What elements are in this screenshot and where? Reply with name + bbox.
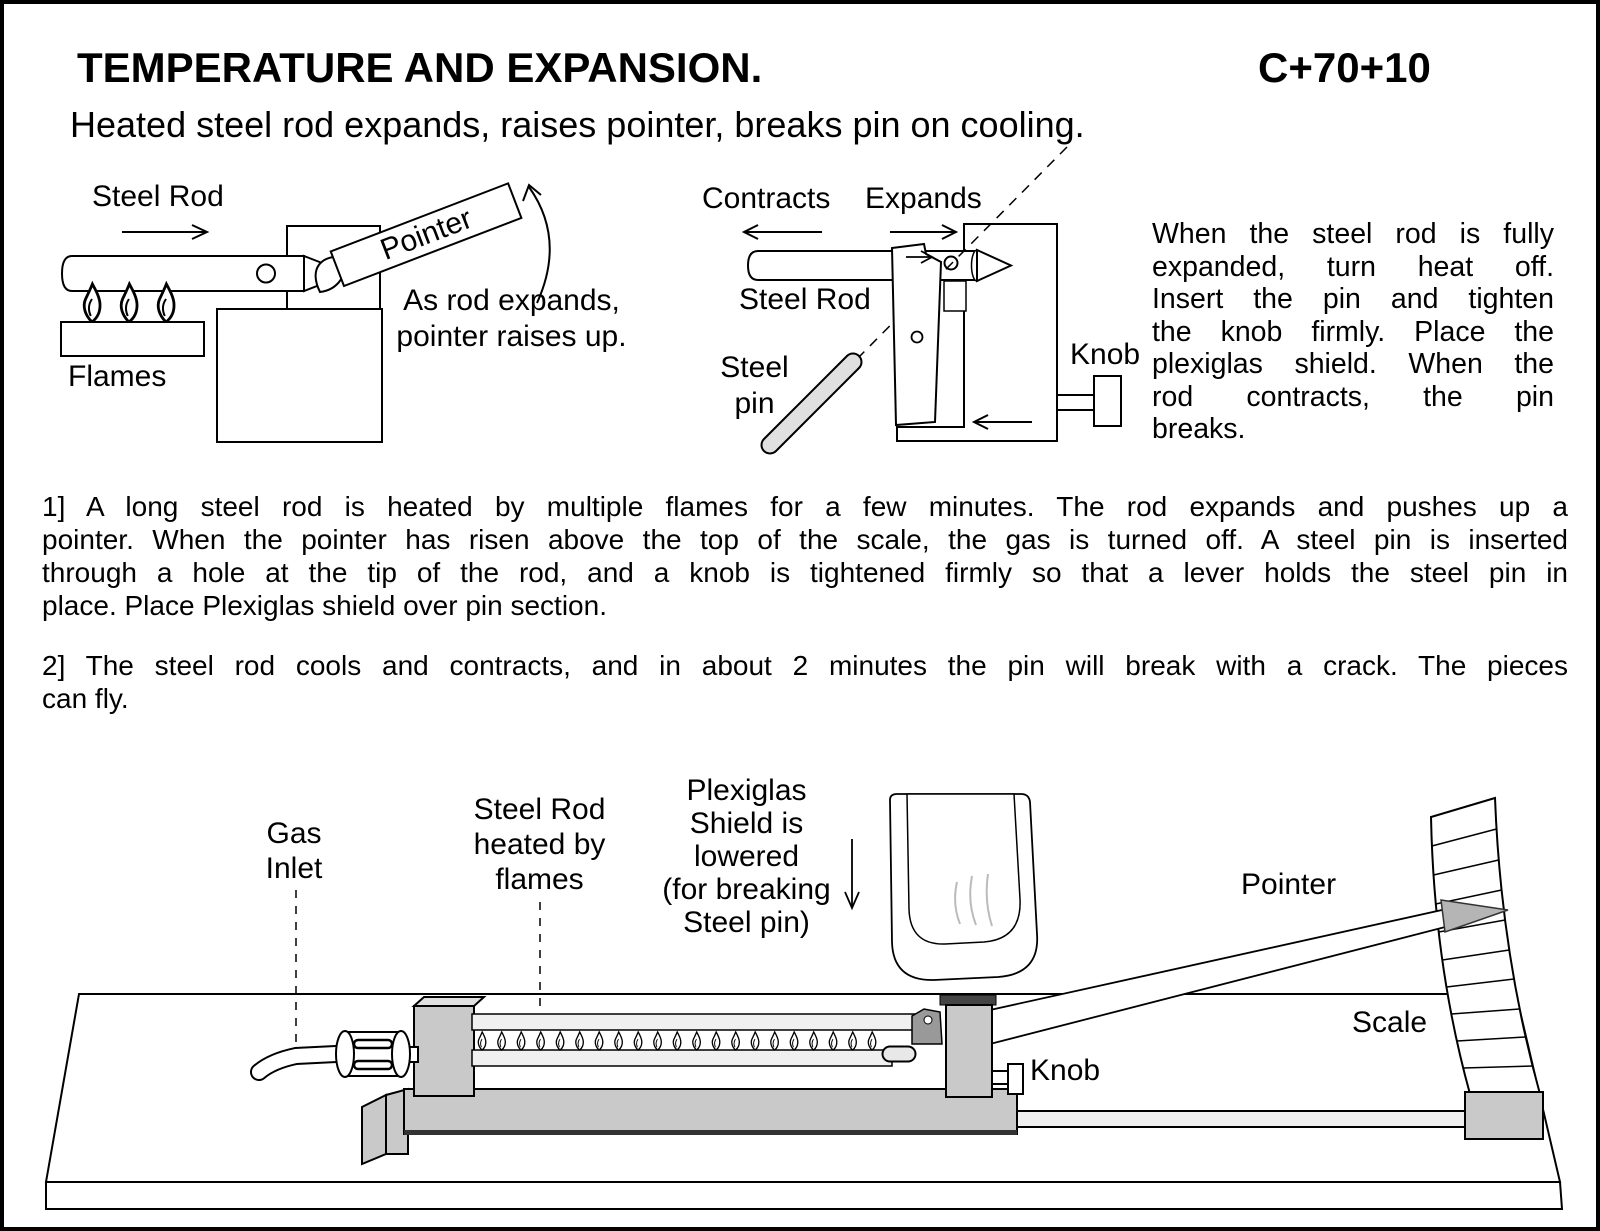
small-right-arrow-icon: [920, 250, 934, 264]
left-post: [413, 1005, 475, 1097]
fig3-rod-label: Steel Rod heated by flames: [473, 793, 606, 896]
right-post: [945, 1004, 993, 1098]
rod-tip: [976, 248, 1014, 283]
knob-stem: [991, 1070, 1009, 1085]
knob-handle: [1007, 1063, 1024, 1095]
right-arrow-icon: [941, 224, 959, 240]
side-note: When the steel rod is fully expanded, tu…: [1152, 218, 1554, 445]
pin-axis-dashed-line: [855, 146, 1068, 361]
rod-rest: [943, 280, 967, 312]
fig2-steel-pin-label: Steel pin: [720, 351, 789, 420]
fig3-shield-label: Plexiglas Shield is lowered (for breakin…: [662, 774, 831, 939]
fig1-steel-rod-label: Steel Rod: [92, 180, 224, 213]
clamp-block: [896, 223, 1058, 442]
knob-stem: [1056, 394, 1095, 411]
page-subtitle: Heated steel rod expands, raises pointer…: [70, 104, 1085, 145]
figure-apparatus: [44, 793, 1564, 1210]
up-arrow-icon: [522, 183, 542, 202]
lever-bracket: [911, 1008, 943, 1045]
pointer-bar: [329, 182, 523, 288]
figure-pin-breaks: [741, 146, 1122, 455]
steel-rod-shape: [471, 1013, 918, 1031]
rail-bar: [1008, 1110, 1468, 1128]
rod-hole: [943, 255, 959, 271]
fig1-caption: As rod expands, pointer raises up.: [396, 284, 627, 353]
left-arrow-icon: [741, 224, 759, 240]
fig2-knob-label: Knob: [1070, 338, 1141, 371]
table-edge: [45, 1181, 1564, 1210]
rod-hole: [256, 263, 276, 284]
base-foot-front: [385, 1087, 409, 1155]
figure-rod-expands: [60, 182, 551, 443]
scale-base: [1464, 1091, 1544, 1140]
burner-box: [60, 321, 205, 357]
left-arrow-icon: [971, 414, 989, 430]
base-plate: [403, 1088, 1018, 1135]
lever-hole: [910, 330, 924, 344]
fig3-knob-label: Knob: [1030, 1054, 1101, 1087]
down-arrow-icon: [844, 891, 860, 911]
plexiglas-shield-inner: [906, 793, 1021, 945]
glass-reflection: [954, 873, 993, 927]
fig2-steel-rod-label: Steel Rod: [739, 283, 871, 316]
fig3-gas-inlet-label: Gas Inlet: [265, 817, 323, 885]
gas-hose: [252, 1047, 343, 1079]
page-title: TEMPERATURE AND EXPANSION.: [77, 44, 763, 91]
fig3-scale-label: Scale: [1352, 1006, 1428, 1039]
right-arrow-icon: [191, 224, 210, 240]
burner-tube: [471, 1049, 893, 1067]
fig3-pointer-label: Pointer: [1241, 868, 1337, 901]
catalog-code: C+70+10: [1258, 44, 1431, 91]
base-foot-side: [361, 1093, 387, 1166]
fig2-expands-label: Expands: [865, 182, 982, 215]
diagram-graphics: [44, 146, 1564, 1210]
fig1-flames-label: Flames: [68, 360, 167, 393]
steel-rod-shape: [60, 255, 305, 292]
steel-pin-shape: [762, 354, 861, 453]
base-plate-edge: [404, 1130, 1017, 1135]
steel-rod-shape: [746, 250, 978, 281]
post-cap: [939, 994, 997, 1006]
knob-handle: [1093, 375, 1122, 427]
step-2-paragraph: 2] The steel rod cools and contracts, an…: [42, 650, 1568, 714]
step-1-paragraph: 1] A long steel rod is heated by multipl…: [42, 491, 1568, 621]
stand-lower-block: [216, 308, 383, 443]
pointer-arrowhead: [1440, 899, 1509, 934]
fig2-contracts-label: Contracts: [702, 182, 831, 215]
